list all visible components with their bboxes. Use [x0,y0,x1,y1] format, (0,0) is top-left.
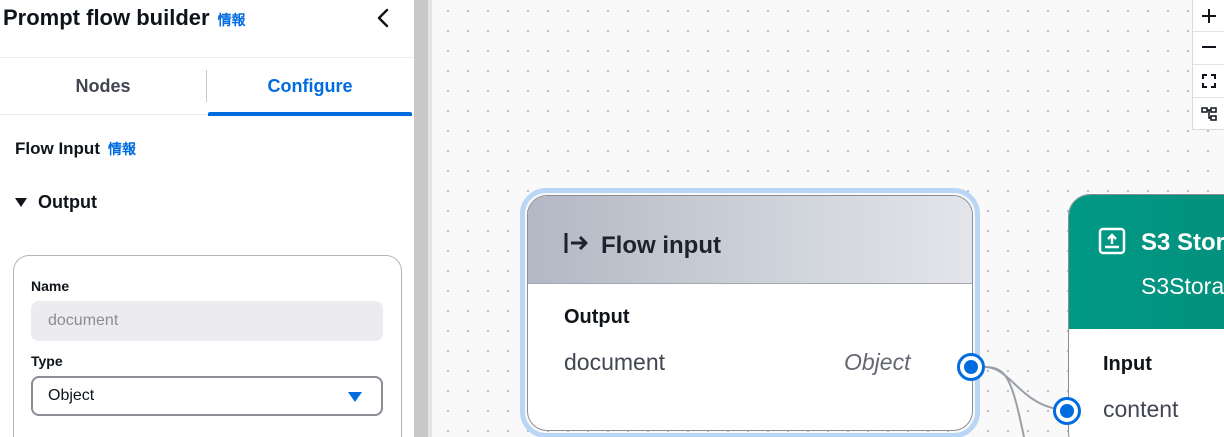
fit-view-button[interactable] [1193,65,1224,97]
flow-input-output-port[interactable] [957,353,985,381]
flow-builder-panel: Prompt flow builder 情報 Nodes Configure Fl… [0,0,414,437]
auto-layout-icon [1201,107,1217,121]
flow-canvas[interactable]: Flow input Output document Object S3 Sto… [432,0,1224,437]
zoom-in-button[interactable] [1193,0,1224,32]
node-output-name: document [564,349,666,375]
s3-input-name: content [1103,396,1179,422]
panel-info-link[interactable]: 情報 [217,12,246,28]
collapse-panel-button[interactable] [372,6,396,30]
zoom-divider [1193,64,1224,65]
name-field-label: Name [31,278,70,294]
zoom-in-icon [1202,9,1216,23]
chevron-left-icon [377,8,389,28]
zoom-divider [1193,31,1224,32]
node-output-label: Output [564,306,630,328]
s3-storage-node-header: S3 Storage S3Storage [1069,195,1224,329]
panel-title: Prompt flow builder 情報 [3,5,246,31]
zoom-out-icon [1202,46,1216,48]
caret-down-icon [348,392,362,402]
storage-upload-icon [1098,227,1126,255]
panel-tabs: Nodes Configure [0,58,414,116]
type-field-label: Type [31,353,63,369]
flow-input-icon [564,233,588,253]
name-field: document [31,301,383,341]
s3-input-port[interactable] [1053,397,1081,425]
section-title: Flow Input 情報 [15,139,136,159]
panel-resize-handle[interactable] [414,0,432,437]
auto-layout-button[interactable] [1193,98,1224,130]
flow-input-node-body: Flow input Output document Object [527,195,973,431]
zoom-out-button[interactable] [1193,31,1224,63]
flow-input-node[interactable]: Flow input Output document Object [520,188,980,437]
panel-header: Prompt flow builder 情報 [0,0,414,58]
fit-view-icon [1202,74,1216,88]
section-info-link[interactable]: 情報 [107,141,136,157]
s3-node-title: S3 Storage [1141,229,1224,256]
output-expand-toggle[interactable]: Output [15,192,97,213]
zoom-controls [1192,0,1224,130]
flow-input-node-header: Flow input [528,196,972,284]
node-output-type: Object [844,349,911,375]
flow-input-node-title: Flow input [601,232,721,259]
s3-input-label: Input [1103,353,1152,375]
s3-node-subtitle: S3Storage [1141,273,1224,299]
output-config-card [13,255,402,437]
zoom-divider [1193,97,1224,98]
output-toggle-label: Output [38,192,97,212]
tab-nodes[interactable]: Nodes [75,76,131,96]
tab-configure[interactable]: Configure [208,58,412,116]
tab-divider [206,70,207,102]
panel-title-text: Prompt flow builder [3,5,210,30]
type-select-value: Object [48,387,95,404]
s3-storage-node[interactable]: S3 Storage S3Storage Input content [1068,194,1224,437]
section-title-text: Flow Input [15,139,100,158]
caret-down-icon [15,198,27,207]
type-select[interactable]: Object [31,376,383,416]
